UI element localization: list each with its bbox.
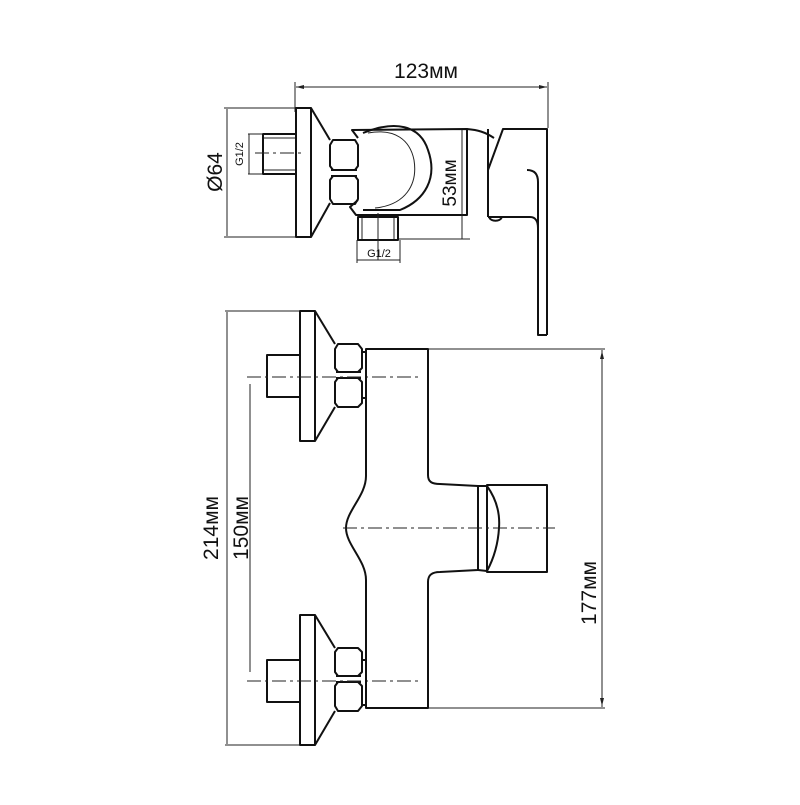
- lever-handle: [487, 128, 548, 336]
- dimension-123: 123мм: [294, 60, 549, 128]
- dimension-label-64: Ø64: [204, 152, 227, 192]
- upper-inlet: [247, 310, 420, 442]
- dimension-label-150: 150мм: [230, 496, 253, 560]
- dimension-177: 177мм: [428, 348, 605, 709]
- front-view: 214мм 150мм 177мм: [200, 310, 605, 746]
- dimension-214: 214мм: [200, 310, 300, 746]
- lower-inlet: [247, 614, 420, 746]
- flange-top: [295, 107, 331, 238]
- thread-label-outlet: G1/2: [367, 248, 391, 260]
- hex-nut-top: [329, 139, 359, 205]
- dimension-64: Ø64: [204, 107, 296, 238]
- body-top: [349, 125, 495, 217]
- outlet-thread-top: G1/2: [356, 213, 401, 263]
- dimension-label-53: 53мм: [440, 159, 461, 206]
- dimension-label-123: 123мм: [394, 60, 458, 83]
- dimension-label-177: 177мм: [578, 561, 601, 625]
- dimension-label-214: 214мм: [200, 496, 223, 560]
- thread-label-inlet: G1/2: [234, 142, 246, 166]
- dimension-53: 53мм: [398, 130, 470, 240]
- dimension-150: 150мм: [230, 384, 253, 672]
- inlet-thread-top: G1/2: [234, 133, 302, 175]
- top-view: 123мм Ø64 G1/2: [204, 60, 549, 336]
- mixer-body: [343, 348, 555, 709]
